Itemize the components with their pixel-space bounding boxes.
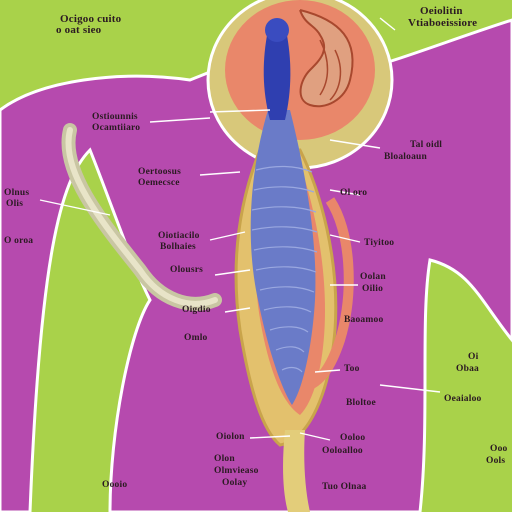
label-left-1a: Ostiounnis bbox=[92, 112, 138, 122]
label-top-right-1: Oeiolitin bbox=[420, 5, 463, 17]
label-far-left-2: O oroa bbox=[4, 236, 34, 246]
label-left-1b: Ocamtiiaro bbox=[92, 123, 141, 133]
label-bottom-2c: Oolay bbox=[222, 478, 248, 488]
label-left-4: Olousrs bbox=[170, 265, 204, 275]
label-bottom-left: Oooio bbox=[102, 480, 128, 490]
label-bottom-2b: Olmvieaso bbox=[214, 466, 259, 476]
label-left-2b: Oemecsce bbox=[138, 178, 180, 188]
label-right-6: Too bbox=[344, 364, 360, 374]
bottom-tube bbox=[283, 430, 310, 512]
label-top-left-1: Ocigoo cuito bbox=[60, 13, 122, 25]
label-bottom-3a: Ooloo bbox=[340, 433, 366, 443]
label-far-right-1a: Oi bbox=[468, 352, 479, 362]
label-right-1a: Tal oidl bbox=[410, 140, 443, 150]
label-far-right-2: Oeaialoo bbox=[444, 394, 482, 404]
label-left-3b: Bolhaies bbox=[160, 242, 196, 252]
label-far-left-1b: Olis bbox=[6, 199, 24, 209]
label-left-6: Omlo bbox=[184, 333, 208, 343]
label-top-left-2: o oat sieo bbox=[56, 24, 102, 36]
central-tract-core bbox=[250, 110, 316, 405]
label-left-5: Oigdio bbox=[182, 305, 211, 315]
label-top-right-2: Vtiaboeissiore bbox=[408, 17, 478, 29]
label-right-4a: Oolan bbox=[360, 272, 386, 282]
label-bottom-1: Oiolon bbox=[216, 432, 245, 442]
label-right-5: Baoamoo bbox=[344, 315, 384, 325]
label-far-left-1a: Olnus bbox=[4, 188, 30, 198]
label-bottom-2a: Olon bbox=[214, 454, 235, 464]
label-far-right-3a: Ooo bbox=[490, 444, 508, 454]
leader-lines bbox=[39, 17, 441, 441]
right-loop bbox=[307, 197, 354, 390]
label-right-2: Ol oro bbox=[340, 188, 368, 198]
label-right-4b: Oilio bbox=[362, 284, 384, 294]
label-bottom-4: Tuo Olnaa bbox=[322, 482, 367, 492]
label-left-3a: Oiotiacilo bbox=[158, 231, 200, 241]
label-far-right-3b: Ools bbox=[486, 456, 506, 466]
label-right-3: Tiyitoo bbox=[364, 238, 395, 248]
blue-stalk bbox=[263, 30, 291, 120]
label-right-7: Bloltoe bbox=[346, 398, 376, 408]
label-left-2a: Oertoosus bbox=[138, 167, 181, 177]
label-far-right-1b: Obaa bbox=[456, 364, 479, 374]
label-right-1b: Bloaloaun bbox=[384, 152, 427, 162]
label-bottom-3b: Ooloalloo bbox=[322, 446, 363, 456]
